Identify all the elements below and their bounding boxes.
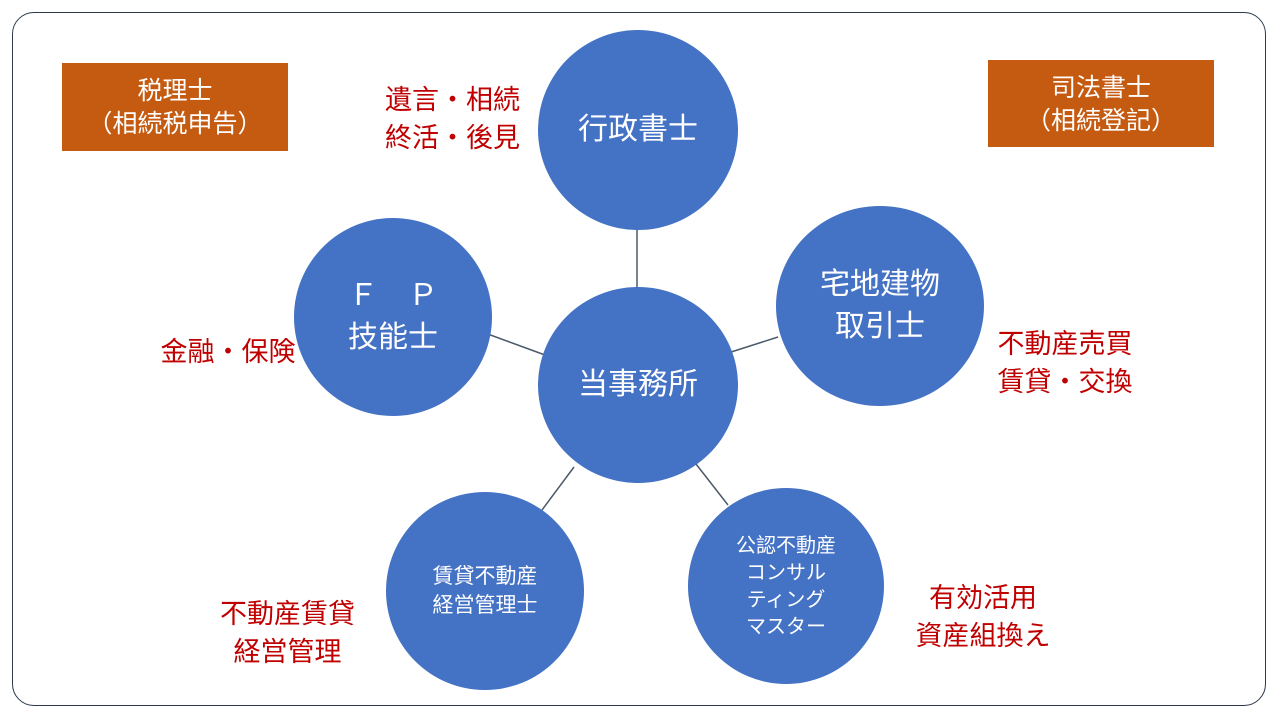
note-chintai: 不動産賃貸 経営管理 <box>200 596 375 672</box>
node-chintai: 賃貸不動産 経営管理士 <box>386 492 584 690</box>
tag-shiho-line-2: （相続登記） <box>1025 105 1176 135</box>
node-takken-line-1: 宅地建物 <box>820 267 940 302</box>
note-takken-line-1: 不動産売買 <box>997 329 1133 360</box>
slide-frame <box>12 12 1266 706</box>
note-fp: 金融・保険 <box>148 334 308 372</box>
note-gyosei-line-1: 遺言・相続 <box>385 85 520 116</box>
note-gyosei-line-2: 終活・後見 <box>385 123 520 154</box>
tag-zeirishi-line-2: （相続税申告） <box>87 109 263 138</box>
node-fp-line-2: 技能士 <box>348 320 438 355</box>
note-chintai-line-1: 不動産賃貸 <box>220 599 355 630</box>
tag-zeirishi-line-1: 税理士 <box>137 76 213 105</box>
node-gyosei-line-1: 行政書士 <box>578 112 698 147</box>
node-koshi: 公認不動産 コンサル ティング マスター <box>688 488 884 684</box>
note-chintai-line-2: 経営管理 <box>233 637 342 668</box>
note-gyosei: 遺言・相続 終活・後見 <box>370 82 535 158</box>
note-takken-line-2: 賃貸・交換 <box>997 367 1133 398</box>
node-fp: Ｆ Ｐ 技能士 <box>294 218 492 416</box>
note-koshi-line-1: 有効活用 <box>929 583 1037 614</box>
node-chintai-line-2: 経営管理士 <box>432 593 538 617</box>
node-koshi-line-1: 公認不動産 <box>736 533 836 557</box>
connector-fp <box>484 332 546 356</box>
node-koshi-line-3: ティング <box>746 587 826 611</box>
node-center-line-1: 当事務所 <box>578 367 698 402</box>
node-chintai-line-1: 賃貸不動産 <box>432 564 538 588</box>
node-koshi-line-4: マスター <box>746 614 826 638</box>
tag-shiho-line-1: 司法書士 <box>1050 72 1151 102</box>
node-koshi-line-2: コンサル <box>746 560 826 584</box>
node-takken: 宅地建物 取引士 <box>776 206 984 406</box>
note-koshi: 有効活用 資産組換え <box>898 580 1068 656</box>
note-takken: 不動産売買 賃貸・交換 <box>980 326 1150 402</box>
node-center: 当事務所 <box>538 287 738 483</box>
connector-chintai <box>541 466 575 511</box>
node-fp-line-1: Ｆ Ｐ <box>348 278 438 313</box>
note-koshi-line-2: 資産組換え <box>915 621 1051 652</box>
connector-takken <box>727 336 779 354</box>
tag-shiho: 司法書士 （相続登記） <box>988 60 1214 147</box>
note-fp-line-1: 金融・保険 <box>160 337 296 368</box>
node-takken-line-2: 取引士 <box>835 309 925 344</box>
tag-zeirishi: 税理士 （相続税申告） <box>62 63 288 151</box>
connector-koshi <box>695 463 729 506</box>
node-gyosei: 行政書士 <box>538 30 738 230</box>
